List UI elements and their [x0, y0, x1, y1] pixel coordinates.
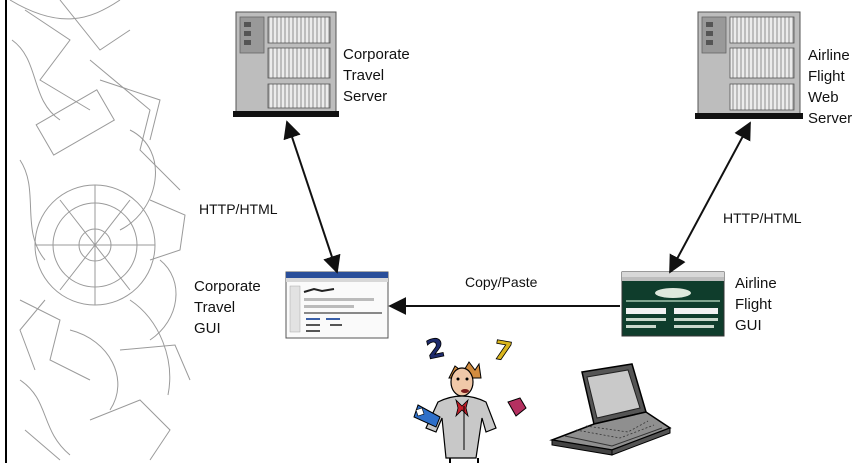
label-line: Server: [343, 88, 388, 105]
copy-paste-label: Copy/Paste: [465, 274, 538, 290]
airline-server-label: Airline Flight Web Server: [808, 45, 852, 129]
number-2-glyph: 2: [424, 333, 448, 366]
corporate-server-label: Corporate Travel Server: [343, 44, 410, 107]
label-line: Travel: [194, 299, 236, 316]
airline-gui-label: Airline Flight GUI: [735, 273, 777, 336]
label-line: Corporate: [194, 278, 261, 295]
airline-http-arrow: [669, 121, 751, 274]
label-line: Flight: [735, 296, 772, 313]
corporate-gui-thumbnail: [285, 271, 389, 339]
corporate-http-arrow: [283, 120, 341, 274]
laptop-icon: [549, 363, 672, 456]
person-clipart: 2 7: [413, 333, 527, 463]
corporate-http-label: HTTP/HTML: [199, 201, 278, 217]
airline-gui-thumbnail: [621, 271, 725, 337]
airline-http-label: HTTP/HTML: [723, 210, 802, 226]
label-line: Flight: [808, 68, 845, 85]
label-line: Server: [808, 110, 853, 127]
label-line: Web: [808, 89, 839, 106]
number-7-glyph: 7: [491, 335, 514, 368]
label-line: Airline: [808, 47, 850, 64]
label-line: Travel: [343, 67, 385, 84]
corporate-gui-label: Corporate Travel GUI: [194, 276, 261, 339]
decorative-background-art: [9, 0, 191, 461]
label-line: GUI: [735, 317, 762, 334]
label-line: GUI: [194, 320, 221, 337]
airline-server-icon: [695, 11, 803, 119]
label-line: Corporate: [343, 46, 410, 63]
label-line: Airline: [735, 275, 777, 292]
corporate-server-icon: [233, 11, 339, 117]
